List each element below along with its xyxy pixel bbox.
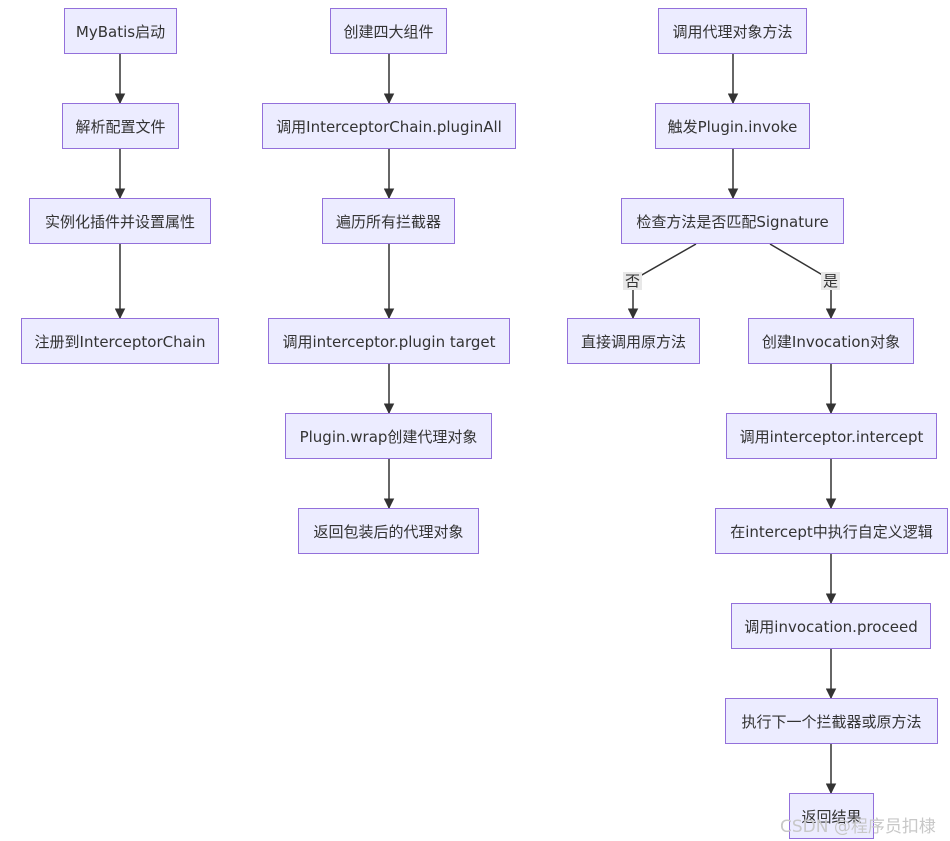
edge-label-no: 否 — [623, 272, 643, 290]
node-mybatis-start: MyBatis启动 — [64, 8, 177, 54]
node-register-chain: 注册到InterceptorChain — [21, 318, 219, 364]
node-check-signature: 检查方法是否匹配Signature — [621, 198, 844, 244]
edge-check-to-original — [627, 243, 697, 320]
edge-label-yes: 是 — [821, 272, 841, 290]
node-next-or-original: 执行下一个拦截器或原方法 — [725, 698, 938, 744]
node-trigger-invoke: 触发Plugin.invoke — [655, 103, 810, 149]
node-call-intercept: 调用interceptor.intercept — [726, 413, 937, 459]
node-iterate-interceptors: 遍历所有拦截器 — [322, 198, 455, 244]
node-call-plugin-all: 调用InterceptorChain.pluginAll — [262, 103, 516, 149]
node-instantiate-plugins: 实例化插件并设置属性 — [29, 198, 211, 244]
node-return-result: 返回结果 — [789, 793, 874, 839]
node-call-proceed: 调用invocation.proceed — [731, 603, 931, 649]
node-return-proxy: 返回包装后的代理对象 — [298, 508, 479, 554]
node-custom-logic: 在intercept中执行自定义逻辑 — [715, 508, 948, 554]
node-plugin-wrap: Plugin.wrap创建代理对象 — [285, 413, 492, 459]
watermark: CSDN @程序员扣棣 — [780, 817, 936, 837]
node-parse-config: 解析配置文件 — [62, 103, 179, 149]
node-call-original: 直接调用原方法 — [567, 318, 700, 364]
node-call-proxy-method: 调用代理对象方法 — [658, 8, 807, 54]
node-create-components: 创建四大组件 — [330, 8, 447, 54]
node-create-invocation: 创建Invocation对象 — [748, 318, 914, 364]
node-call-interceptor-plugin: 调用interceptor.plugin target — [268, 318, 510, 364]
